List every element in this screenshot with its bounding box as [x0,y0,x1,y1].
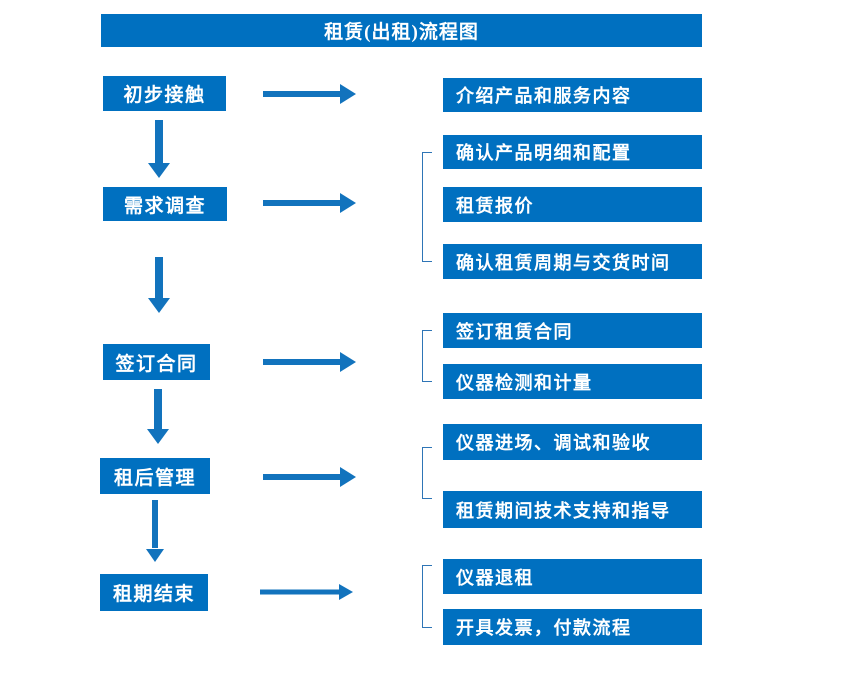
detail-label: 签订租赁合同 [456,321,573,342]
arrow-head [340,467,356,487]
arrow-head [340,84,356,104]
detail-label: 介绍产品和服务内容 [456,86,632,106]
detail-box-rental-quote: 租赁报价 [443,187,702,222]
detail-box-invoice-payment: 开具发票，付款流程 [443,609,702,645]
step-label: 租期结束 [112,584,195,605]
diagram-title-banner: 租赁(出租)流程图 [101,14,702,47]
detail-box-instrument-setup-acceptance: 仪器进场、调试和验收 [443,424,702,460]
right-arrow-icon [263,84,356,104]
detail-label: 租赁报价 [456,195,534,216]
diagram-title: 租赁(出租)流程图 [324,22,479,43]
arrow-shaft [260,589,339,595]
right-arrow-icon [263,352,356,372]
down-arrow-icon [148,120,170,178]
step-box-post-rental-management: 租后管理 [100,458,210,494]
detail-box-confirm-product-details: 确认产品明细和配置 [443,135,702,169]
group-bracket-post-rental [422,447,432,499]
arrow-shaft [152,500,158,548]
down-arrow-icon [147,389,169,444]
arrow-head [148,298,170,313]
down-arrow-icon [148,257,170,313]
detail-label: 确认产品明细和配置 [456,143,632,163]
arrow-shaft [263,200,342,206]
step-box-initial-contact: 初步接触 [103,76,226,111]
step-label: 初步接触 [123,85,206,106]
detail-box-confirm-lease-period: 确认租赁周期与交货时间 [443,244,702,279]
group-bracket-demand-survey [422,152,432,262]
detail-box-instrument-inspection: 仪器检测和计量 [443,364,702,399]
detail-label: 开具发票，付款流程 [456,618,632,638]
detail-box-sign-lease-contract: 签订租赁合同 [443,313,702,348]
detail-label: 租赁期间技术支持和指导 [456,500,671,521]
step-label: 需求调查 [123,195,206,217]
group-bracket-sign-contract [422,330,432,382]
arrow-shaft [154,389,162,430]
arrow-shaft [155,120,163,164]
arrow-shaft [263,91,342,97]
right-arrow-icon [260,582,353,602]
right-arrow-icon [263,467,356,487]
step-label: 租后管理 [113,467,196,489]
step-box-demand-survey: 需求调查 [103,187,227,221]
arrow-shaft [155,257,163,299]
step-box-lease-end: 租期结束 [100,574,208,611]
arrow-head [340,352,356,372]
detail-label: 仪器退租 [456,567,534,588]
arrow-shaft [263,359,342,365]
detail-label: 确认租赁周期与交货时间 [456,252,671,273]
step-box-sign-contract: 签订合同 [103,344,210,380]
detail-label: 仪器检测和计量 [456,372,593,393]
arrow-head [147,429,169,444]
group-bracket-lease-end [422,565,432,628]
arrow-head [339,584,353,600]
arrow-shaft [263,474,342,480]
step-label: 签订合同 [115,353,198,375]
detail-box-instrument-return: 仪器退租 [443,559,702,594]
detail-label: 仪器进场、调试和验收 [456,433,651,453]
arrow-head [148,163,170,178]
down-arrow-icon [144,500,166,562]
detail-box-technical-support: 租赁期间技术支持和指导 [443,491,702,528]
detail-box-introduce-products: 介绍产品和服务内容 [443,78,702,112]
right-arrow-icon [263,193,356,213]
arrow-head [146,549,164,562]
arrow-head [340,193,356,213]
